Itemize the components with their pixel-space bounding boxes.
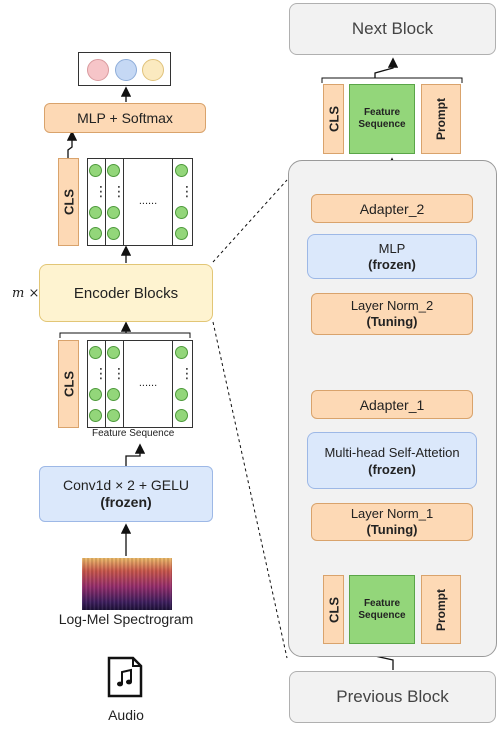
layernorm1-label: Layer Norm_1	[350, 506, 434, 521]
layernorm1-block: Layer Norm_1 (Tuning)	[311, 503, 473, 541]
mhsa-label: Multi-head Self-Attetion	[324, 444, 460, 460]
right-feature-sequence-label-top: Feature Sequence	[358, 107, 406, 130]
vertical-ellipsis: ⋮	[112, 183, 126, 199]
conv-label: Conv1d × 2 + GELU	[62, 477, 190, 493]
output-probabilities	[78, 52, 171, 86]
feature-token-circle	[107, 206, 120, 219]
right-prompt-token-top: Prompt	[421, 84, 461, 154]
mlp-frozen-label: (frozen)	[368, 256, 416, 272]
right-feature-sequence-label-bottom: Feature Sequence	[358, 597, 406, 621]
feature-token-circle	[175, 164, 188, 177]
feature-token-circle	[175, 346, 188, 359]
feature-token-circle	[89, 388, 102, 401]
mlp-frozen-block: MLP (frozen)	[307, 234, 477, 279]
right-cls-token-top: CLS	[323, 84, 344, 154]
feature-token-circle	[175, 206, 188, 219]
column-divider	[123, 341, 124, 427]
layernorm2-tuning-label: (Tuning)	[366, 314, 418, 329]
feature-grid-lower: ⋮⋮⋮......	[87, 340, 194, 428]
feature-token-circle	[175, 227, 188, 240]
feature-token-circle	[89, 409, 102, 422]
arrow-conv-to-features	[125, 443, 146, 466]
vertical-ellipsis: ⋮	[180, 183, 194, 199]
feature-token-circle	[89, 346, 102, 359]
right-feature-sequence-top: Feature Sequence	[349, 84, 415, 154]
previous-block: Previous Block	[289, 671, 496, 723]
next-block: Next Block	[289, 3, 496, 55]
bracket-output-tokens	[321, 77, 463, 83]
layernorm2-block: Layer Norm_2 (Tuning)	[311, 293, 473, 335]
m-repeat-label: m ×	[12, 286, 40, 301]
column-divider	[105, 159, 106, 245]
cls-label-lower: CLS	[61, 371, 76, 397]
output-circle-yellow	[142, 59, 164, 81]
feature-token-circle	[107, 388, 120, 401]
column-divider	[105, 341, 106, 427]
feature-token-circle	[107, 227, 120, 240]
arrow-tokens-to-next	[374, 57, 399, 78]
feature-sequence-caption: Feature Sequence	[92, 428, 175, 439]
feature-token-circle	[107, 346, 120, 359]
vertical-ellipsis: ⋮	[94, 183, 108, 199]
cls-label-upper: CLS	[61, 189, 76, 215]
column-divider	[172, 341, 173, 427]
feature-grid-upper: ⋮⋮⋮......	[87, 158, 194, 246]
spectrogram-label: Log-Mel Spectrogram	[58, 611, 194, 627]
conv-block: Conv1d × 2 + GELU (frozen)	[39, 466, 213, 522]
output-circle-blue	[115, 59, 137, 81]
column-divider	[172, 159, 173, 245]
right-prompt-label-bottom: Prompt	[434, 588, 448, 631]
audio-file-icon	[106, 656, 144, 698]
spectrogram-image	[82, 558, 172, 610]
encoder-blocks-label: Encoder Blocks	[73, 284, 179, 302]
output-circle-red	[87, 59, 109, 81]
feature-token-circle	[89, 206, 102, 219]
audio-label: Audio	[108, 707, 144, 723]
zoom-line-top	[212, 179, 288, 263]
vertical-ellipsis: ⋮	[112, 365, 126, 381]
next-block-label: Next Block	[351, 19, 434, 38]
cls-token-lower: CLS	[58, 340, 79, 428]
layernorm2-label: Layer Norm_2	[350, 298, 434, 313]
mlp-label: MLP	[378, 240, 406, 256]
encoder-blocks: Encoder Blocks	[39, 264, 213, 322]
previous-block-label: Previous Block	[336, 687, 449, 706]
conv-frozen-label: (frozen)	[100, 494, 152, 510]
vertical-ellipsis: ⋮	[180, 365, 194, 381]
layernorm1-tuning-label: (Tuning)	[366, 522, 418, 537]
right-cls-label-bottom: CLS	[326, 596, 341, 623]
mlp-softmax-block: MLP + Softmax	[44, 103, 206, 133]
bracket-lower-tokens	[59, 332, 191, 338]
adapter2-label: Adapter_2	[359, 200, 425, 217]
mhsa-frozen-label: (frozen)	[368, 461, 416, 477]
adapter1-block: Adapter_1	[311, 390, 473, 419]
cls-token-upper: CLS	[58, 158, 79, 246]
feature-token-circle	[107, 164, 120, 177]
feature-token-circle	[89, 227, 102, 240]
adapter2-block: Adapter_2	[311, 194, 473, 223]
right-cls-label-top: CLS	[326, 106, 341, 132]
right-prompt-token-bottom: Prompt	[421, 575, 461, 644]
vertical-ellipsis: ⋮	[94, 365, 108, 381]
mhsa-frozen-block: Multi-head Self-Attetion (frozen)	[307, 432, 477, 489]
right-prompt-label-top: Prompt	[434, 98, 448, 140]
column-divider	[123, 159, 124, 245]
right-feature-sequence-bottom: Feature Sequence	[349, 575, 415, 644]
right-cls-token-bottom: CLS	[323, 575, 344, 644]
adapter1-label: Adapter_1	[359, 396, 425, 413]
arrow-cls-to-mlp	[66, 130, 78, 158]
feature-token-circle	[89, 164, 102, 177]
feature-token-circle	[175, 409, 188, 422]
zoom-line-bottom	[212, 321, 288, 659]
mlp-softmax-label: MLP + Softmax	[77, 110, 173, 126]
horizontal-ellipsis: ......	[138, 377, 158, 389]
feature-token-circle	[175, 388, 188, 401]
feature-token-circle	[107, 409, 120, 422]
horizontal-ellipsis: ......	[138, 195, 158, 207]
